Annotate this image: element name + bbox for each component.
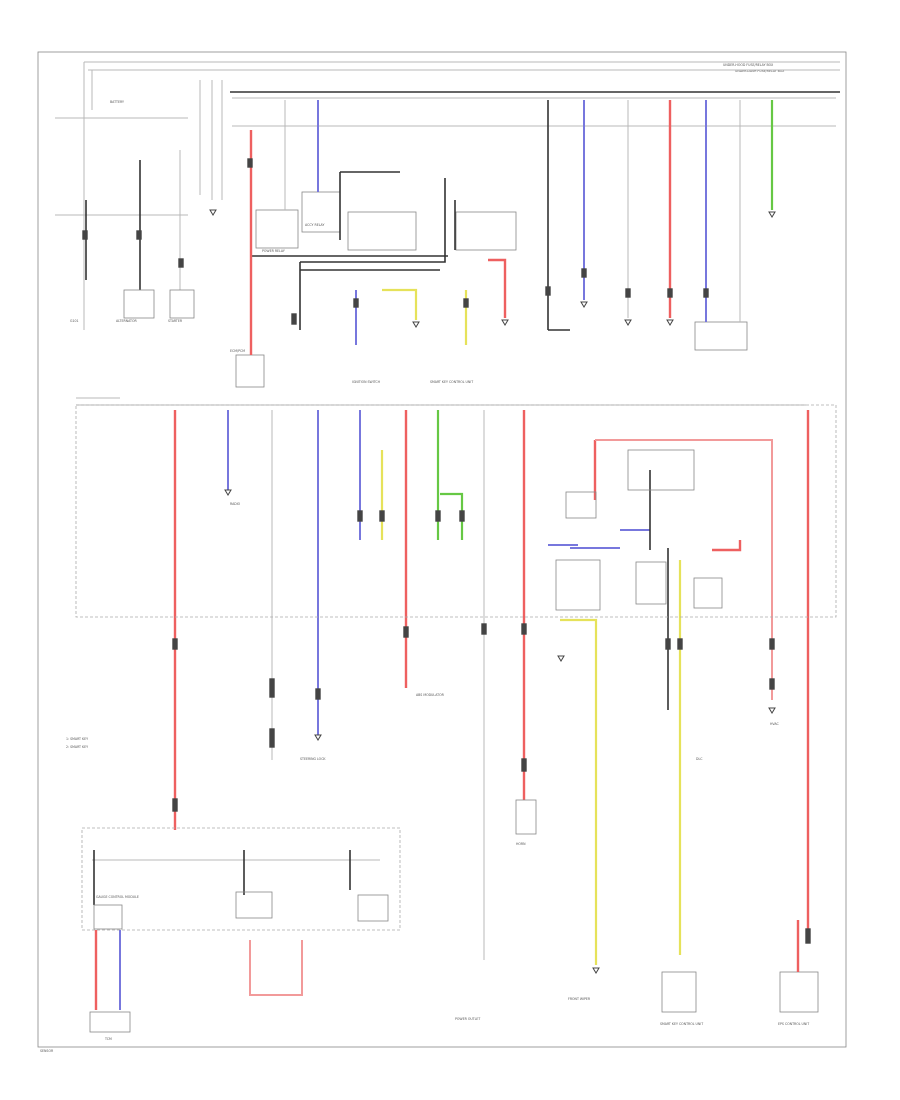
lower-right-components <box>661 920 819 1013</box>
steering-lock-label: STEERING LOCK <box>300 757 326 761</box>
smart-key-unit-label: SMART KEY CONTROL UNIT <box>430 380 473 384</box>
horn-label: HORN <box>516 842 526 846</box>
upper-colored-wires <box>249 100 774 355</box>
ground-label: G101 <box>70 319 79 323</box>
starter-label: STARTER <box>168 319 183 323</box>
header-main-box-label: UNDER-HOOD FUSE/RELAY BOX <box>723 63 774 67</box>
footer-label: SENSOR <box>40 1049 54 1053</box>
diagram-frame <box>37 51 847 1048</box>
middle-components <box>75 404 837 835</box>
smart-key-bottom-label: SMART KEY CONTROL UNIT <box>660 1022 703 1026</box>
eps-label: EPS CONTROL UNIT <box>778 1022 809 1026</box>
hvac-label: HVAC <box>770 722 779 726</box>
gauge-control-label: GAUGE CONTROL MODULE <box>96 895 139 899</box>
accy-relay-label: ACCY RELAY <box>305 223 324 227</box>
middle-ground-symbols <box>224 489 776 974</box>
upper-ground-symbols <box>209 209 776 328</box>
ign-switch-label: IGNITION SWITCH <box>352 380 381 384</box>
dlc-label: DLC <box>696 757 703 761</box>
abs-label: ABS MODULATOR <box>416 693 445 697</box>
alternator-label: ALTERNATOR <box>116 319 137 323</box>
power-outlet-label: POWER OUTLET <box>455 1017 480 1021</box>
tcm-label: TCM <box>104 1037 112 1041</box>
legend-2: 2: SMART KEY <box>66 745 88 749</box>
ecm-label: ECM/PCM <box>230 349 245 353</box>
upper-connectors <box>82 158 709 325</box>
radio-label: RADIO <box>230 502 241 506</box>
header-sub-box-label: UNDER-DASH FUSE/RELAY BOX <box>735 69 785 73</box>
middle-colored-wires <box>173 410 810 965</box>
front-wiper-label: FRONT WIPER <box>568 997 591 1001</box>
gauge-control-module <box>81 827 401 1033</box>
power-relay-label: POWER RELAY <box>262 249 285 253</box>
battery-label: BATTERY <box>110 100 124 104</box>
middle-connectors <box>172 510 811 944</box>
legend-1: 1: SMART KEY <box>66 737 88 741</box>
